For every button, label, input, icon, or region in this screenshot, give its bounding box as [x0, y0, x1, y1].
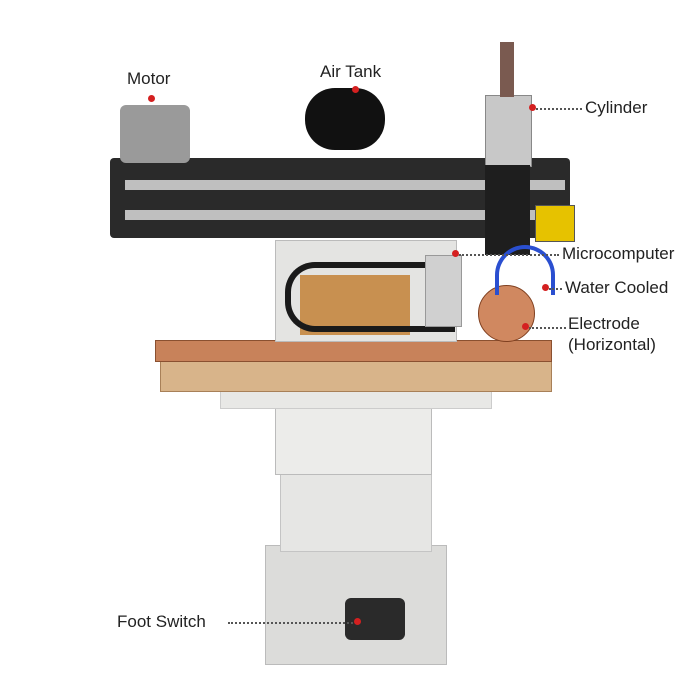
label-water-cooled: Water Cooled [565, 278, 669, 297]
label-foot-switch: Foot Switch [117, 612, 206, 631]
leader-electrode [529, 327, 566, 329]
leader-microcomputer [459, 254, 559, 256]
marker-cylinder [529, 104, 536, 111]
rail-strip-2 [125, 210, 565, 220]
label-motor: Motor [127, 69, 171, 88]
label-air-tank: Air Tank [320, 62, 382, 81]
cylinder-rod [500, 42, 514, 97]
water-hose [495, 245, 555, 295]
button-box [535, 205, 575, 242]
microcomputer-panel [425, 255, 462, 327]
head-column [485, 165, 530, 255]
marker-microcomputer [452, 250, 459, 257]
air-tank-body [305, 88, 385, 150]
label-electrode-horizontal: (Horizontal) [568, 335, 656, 354]
marker-air-tank [352, 86, 359, 93]
marker-foot-switch [354, 618, 361, 625]
leader-cylinder [536, 108, 582, 110]
drag-chain [285, 262, 455, 332]
cylinder-body [485, 95, 532, 167]
leader-water-cooled [549, 288, 562, 290]
copper-bar [155, 340, 552, 362]
rail-strip-1 [125, 180, 565, 190]
label-cylinder: Cylinder [585, 98, 648, 117]
label-microcomputer: Microcomputer [562, 244, 675, 263]
label-electrode: Electrode [568, 314, 640, 333]
leader-foot-switch [228, 622, 353, 624]
marker-motor [148, 95, 155, 102]
control-box [275, 405, 432, 475]
marker-water-cooled [542, 284, 549, 291]
motor-body [120, 105, 190, 163]
pedestal-column [280, 470, 432, 552]
marker-electrode [522, 323, 529, 330]
transformer [300, 275, 410, 335]
